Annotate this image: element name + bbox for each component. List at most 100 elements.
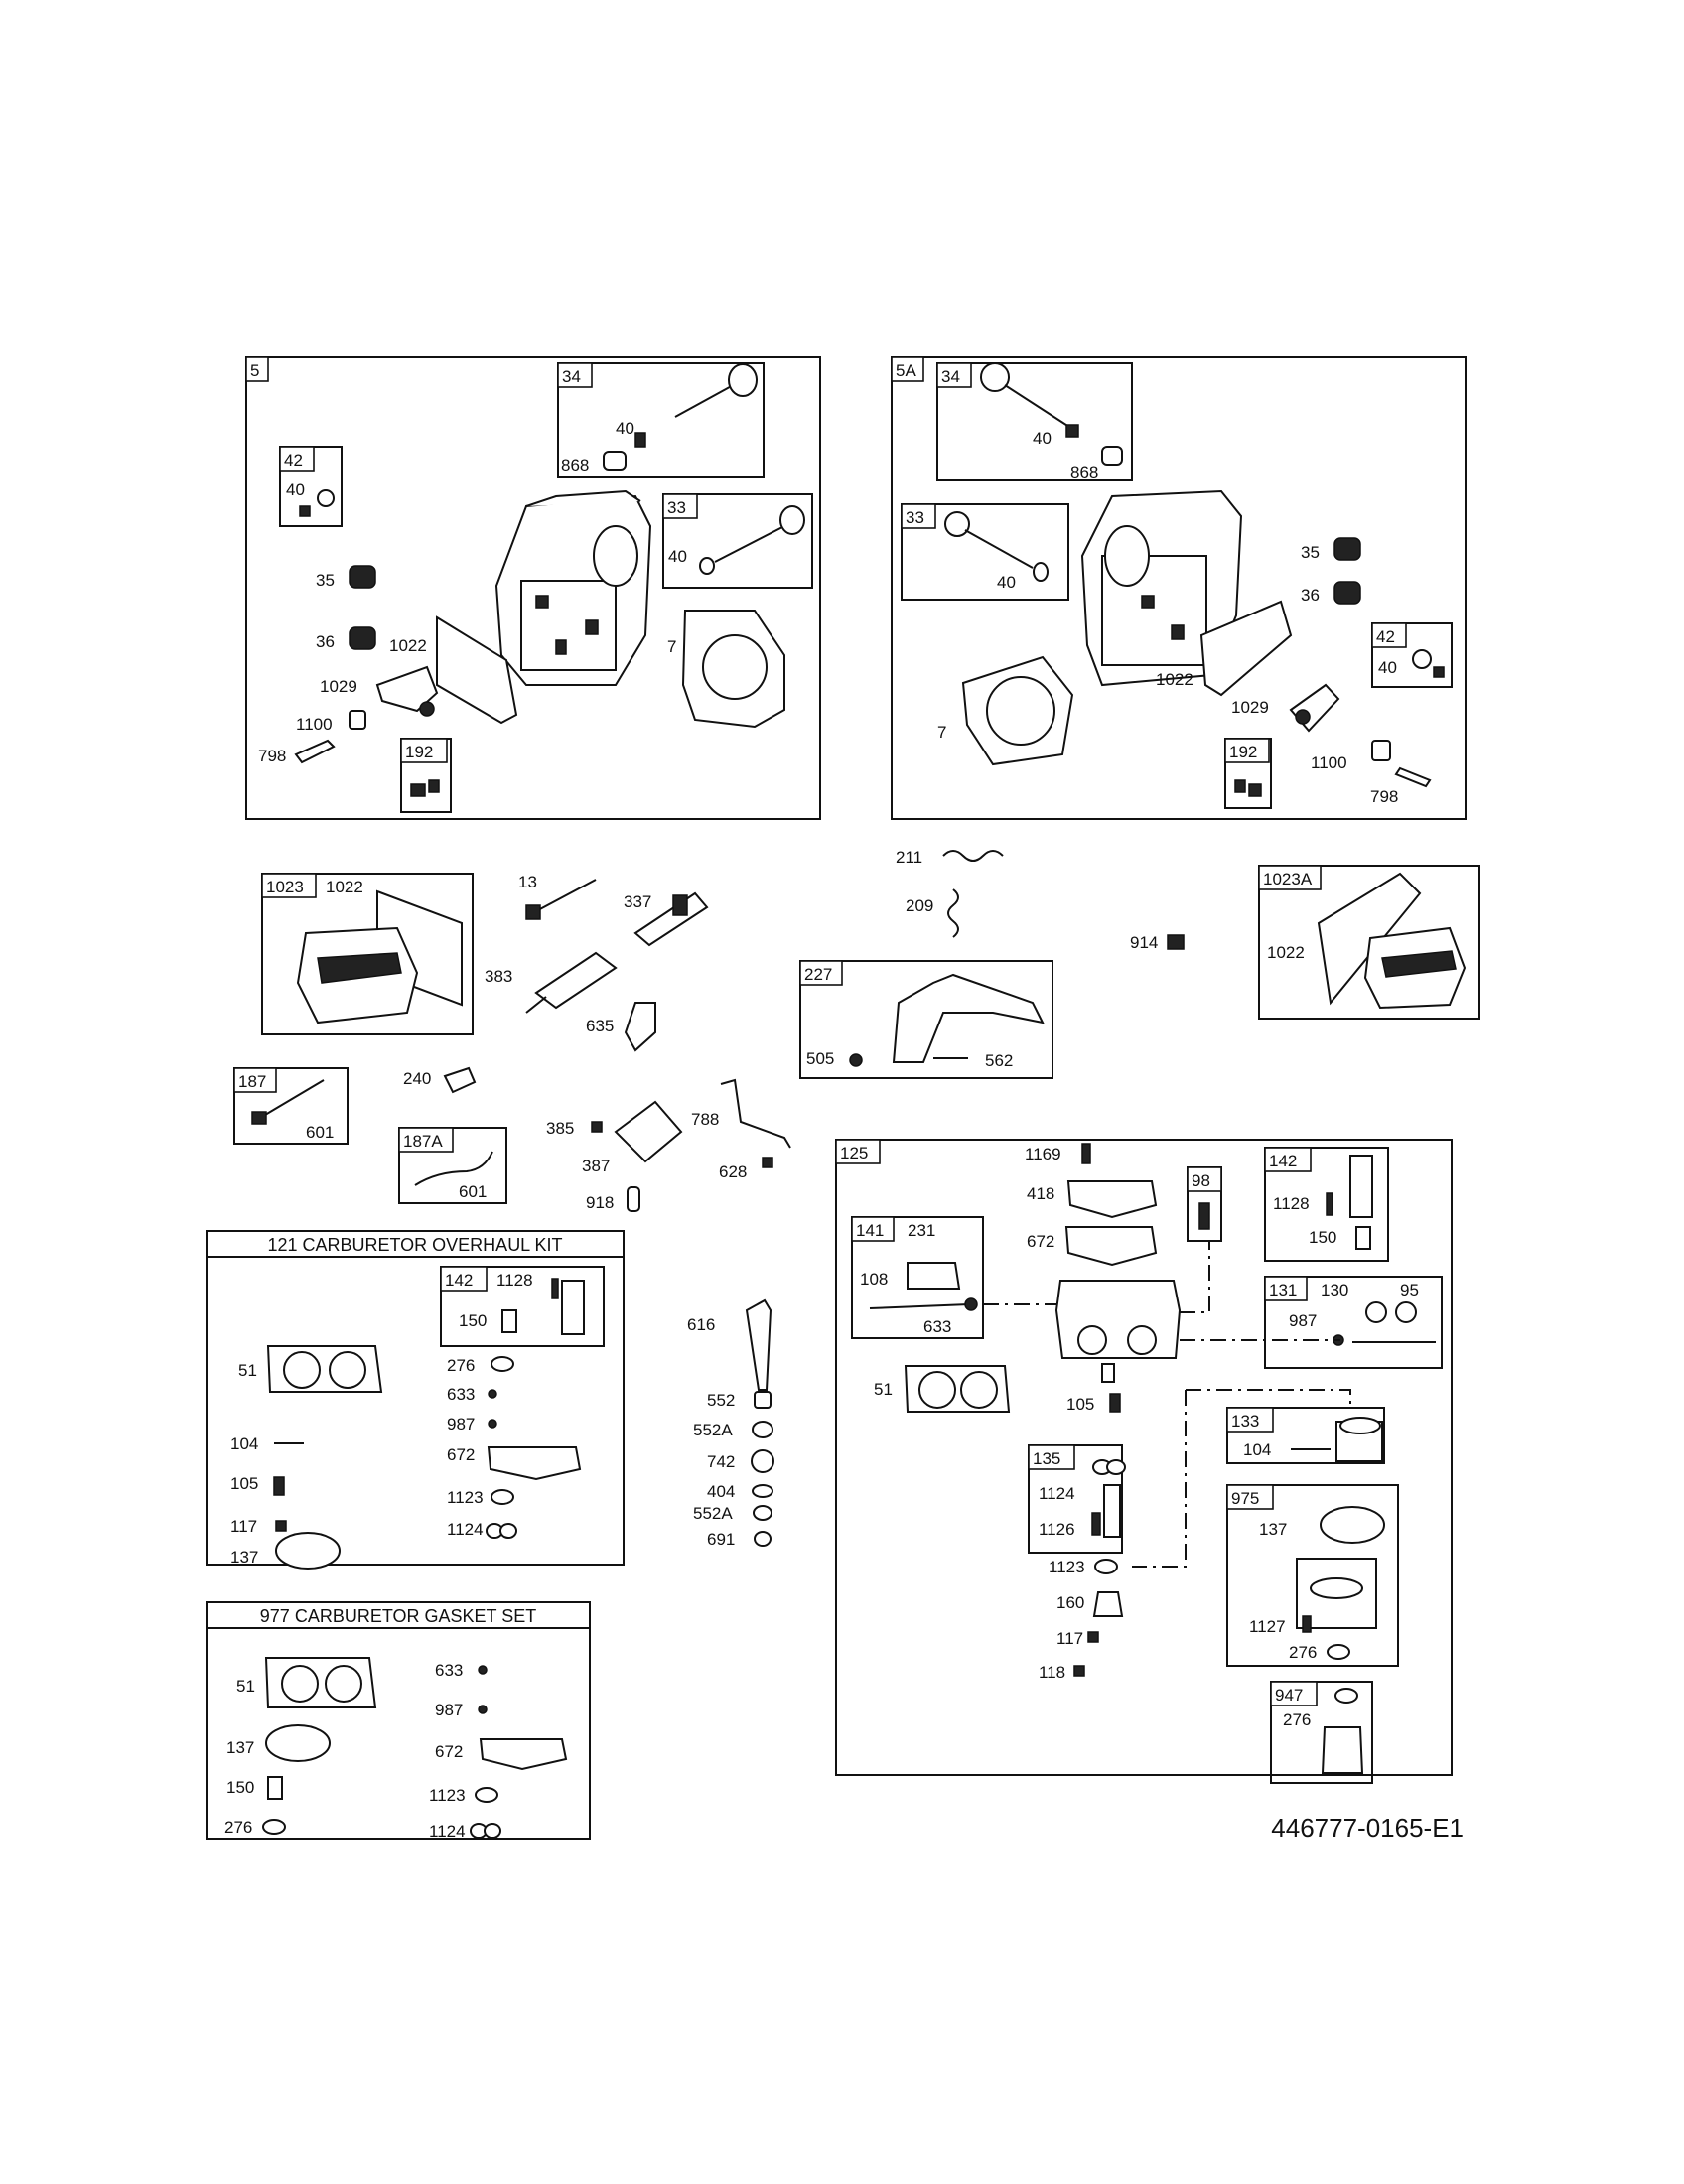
callout-108: 108 [860, 1270, 888, 1289]
callout-1124: 1124 [447, 1520, 484, 1539]
rocker-cover-gasket [1199, 600, 1293, 697]
callout-117: 117 [1056, 1629, 1083, 1648]
callout-276: 276 [224, 1818, 252, 1837]
callout-788: 788 [691, 1110, 719, 1129]
callout-192: 192 [405, 743, 433, 761]
callout-42: 42 [284, 451, 303, 470]
callout-34: 34 [941, 367, 960, 386]
choke-shaft-group: 616 552 552A 742 404 552A 691 [687, 1298, 774, 1549]
callout-276: 276 [447, 1356, 475, 1375]
callout-798: 798 [1370, 787, 1398, 806]
callout-1022: 1022 [326, 878, 363, 896]
callout-975: 975 [1231, 1489, 1259, 1508]
callout-130: 130 [1321, 1281, 1348, 1299]
callout-42: 42 [1376, 627, 1395, 646]
callout-947: 947 [1275, 1686, 1303, 1705]
callout-337: 337 [624, 892, 651, 911]
callout-7: 7 [667, 637, 676, 656]
callout-51: 51 [236, 1677, 255, 1696]
callout-5A: 5A [896, 361, 916, 380]
callout-51: 51 [238, 1361, 257, 1380]
callout-1029: 1029 [320, 677, 357, 696]
overhaul-kit-title: 121 CARBURETOR OVERHAUL KIT [267, 1235, 562, 1255]
callout-383: 383 [485, 967, 512, 986]
callout-105: 105 [230, 1474, 258, 1493]
callout-1124: 1124 [429, 1822, 466, 1841]
callout-36: 36 [316, 632, 335, 651]
callout-5: 5 [250, 361, 259, 380]
callout-142: 142 [1269, 1152, 1297, 1170]
carb-gasket [266, 1345, 383, 1393]
callout-40: 40 [997, 573, 1016, 592]
carburetor-body [1054, 1280, 1182, 1383]
callout-601: 601 [459, 1182, 487, 1201]
callout-601: 601 [306, 1123, 334, 1142]
callout-742: 742 [707, 1452, 735, 1471]
callout-987: 987 [447, 1415, 475, 1433]
callout-141: 141 [856, 1221, 884, 1240]
callout-150: 150 [1309, 1228, 1336, 1247]
fuel-solenoid [1321, 1726, 1364, 1774]
callout-150: 150 [459, 1311, 487, 1330]
callout-40: 40 [1033, 429, 1052, 448]
panel-1023: 1023 1022 [261, 873, 474, 1035]
rocker-arm [1289, 683, 1340, 733]
callout-187A: 187A [403, 1132, 443, 1151]
valve-spring [349, 565, 376, 589]
callout-1127: 1127 [1249, 1617, 1286, 1636]
callout-1029: 1029 [1231, 698, 1269, 717]
breather-tube [525, 951, 618, 1014]
callout-505: 505 [806, 1049, 834, 1068]
callout-1123: 1123 [1049, 1558, 1085, 1576]
callout-40: 40 [668, 547, 687, 566]
callout-552A: 552A [693, 1421, 733, 1439]
callout-105: 105 [1066, 1395, 1094, 1414]
dowel [627, 1186, 640, 1212]
callout-798: 798 [258, 747, 286, 765]
callout-552: 552 [707, 1391, 735, 1410]
link-bracket [720, 1078, 791, 1149]
callout-40: 40 [286, 480, 305, 499]
callout-104: 104 [230, 1434, 258, 1453]
callout-1128: 1128 [1273, 1194, 1310, 1213]
head-gasket [681, 610, 785, 729]
valve-seal [603, 451, 627, 471]
callout-33: 33 [906, 508, 924, 527]
callout-987: 987 [435, 1701, 463, 1719]
callout-672: 672 [1027, 1232, 1054, 1251]
callout-36: 36 [1301, 586, 1320, 605]
callout-1100: 1100 [1311, 753, 1347, 772]
callout-914: 914 [1130, 933, 1158, 952]
callout-135: 135 [1033, 1449, 1060, 1468]
callout-118: 118 [1039, 1663, 1065, 1682]
callout-160: 160 [1056, 1593, 1084, 1612]
callout-133: 133 [1231, 1412, 1259, 1431]
callout-137: 137 [1259, 1520, 1287, 1539]
rocker-cover-gasket [436, 615, 518, 725]
carb-top-gasket [1066, 1180, 1158, 1219]
callout-635: 635 [586, 1017, 614, 1035]
callout-918: 918 [586, 1193, 614, 1212]
callout-187: 187 [238, 1072, 266, 1091]
callout-1169: 1169 [1025, 1145, 1061, 1163]
valve-keeper [634, 432, 646, 448]
panel-187A: 187A 601 [398, 1127, 507, 1204]
panel-5: 5 34 40 868 42 40 33 40 [245, 356, 821, 820]
callout-633: 633 [447, 1385, 475, 1404]
callout-7: 7 [937, 723, 946, 742]
callout-1022: 1022 [1156, 670, 1193, 689]
carb-top-gasket [1064, 1226, 1158, 1267]
gasket-set-panel: 977 CARBURETOR GASKET SET 51 633 987 137… [206, 1601, 591, 1841]
callout-868: 868 [561, 456, 589, 475]
callout-1023A: 1023A [1263, 870, 1313, 888]
head-bolt [525, 879, 597, 920]
callout-95: 95 [1400, 1281, 1419, 1299]
rocker-pivot [349, 710, 366, 730]
callout-387: 387 [582, 1157, 610, 1175]
cylinder-head [494, 489, 652, 686]
callout-633: 633 [435, 1661, 463, 1680]
callout-51: 51 [874, 1380, 893, 1399]
callout-13: 13 [518, 873, 537, 891]
breather-elbow [624, 1002, 656, 1052]
